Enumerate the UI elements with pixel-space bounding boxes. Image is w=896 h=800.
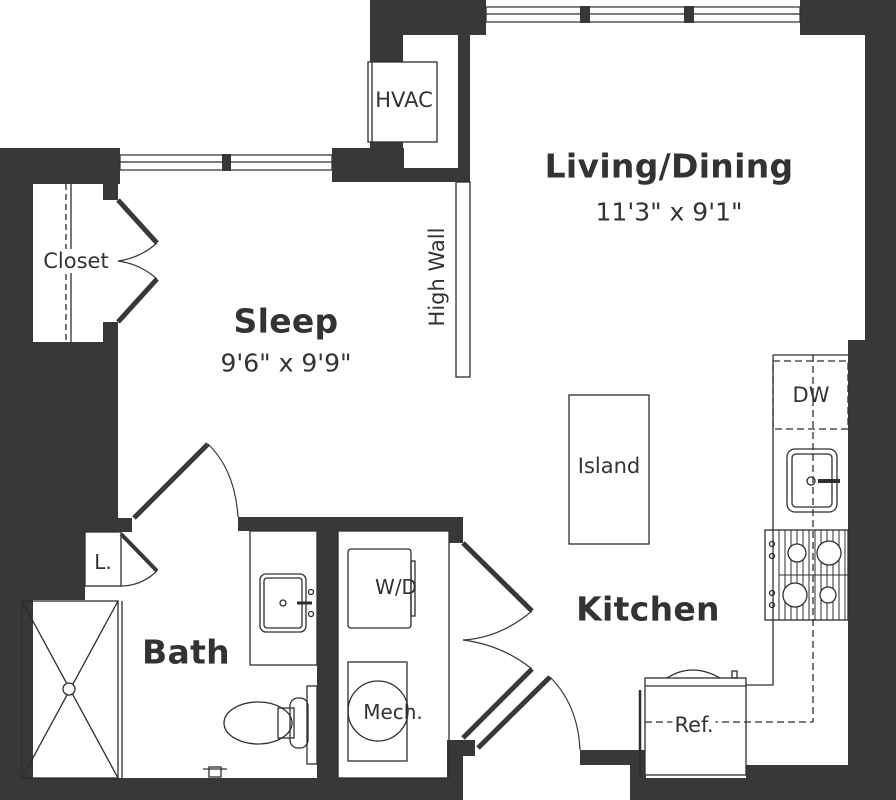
room-dims-living: 11'3" x 9'1" bbox=[595, 197, 743, 227]
hvac-label: HVAC bbox=[375, 88, 433, 112]
island-label: Island bbox=[577, 454, 641, 478]
dishwasher-label: DW bbox=[792, 383, 830, 407]
washer-dryer-label: W/D bbox=[375, 575, 417, 599]
hvac-unit bbox=[367, 61, 438, 143]
closet-label: Closet bbox=[43, 249, 109, 273]
doors bbox=[116, 198, 581, 751]
room-name-sleep: Sleep bbox=[233, 301, 339, 341]
high-wall bbox=[455, 181, 471, 378]
shower bbox=[21, 600, 119, 779]
room-name-bath: Bath bbox=[142, 632, 230, 672]
room-dims-sleep: 9'6" x 9'9" bbox=[220, 348, 352, 378]
linen-label: L. bbox=[94, 550, 112, 574]
room-name-living: Living/Dining bbox=[544, 146, 794, 186]
toilet bbox=[223, 701, 293, 745]
refrigerator-label: Ref. bbox=[672, 713, 716, 737]
mechanical-label: Mech. bbox=[363, 700, 423, 724]
mech-unit bbox=[347, 680, 409, 742]
high-wall-label: High Wall bbox=[425, 227, 449, 327]
room-name-kitchen: Kitchen bbox=[576, 589, 720, 629]
island bbox=[568, 394, 650, 545]
